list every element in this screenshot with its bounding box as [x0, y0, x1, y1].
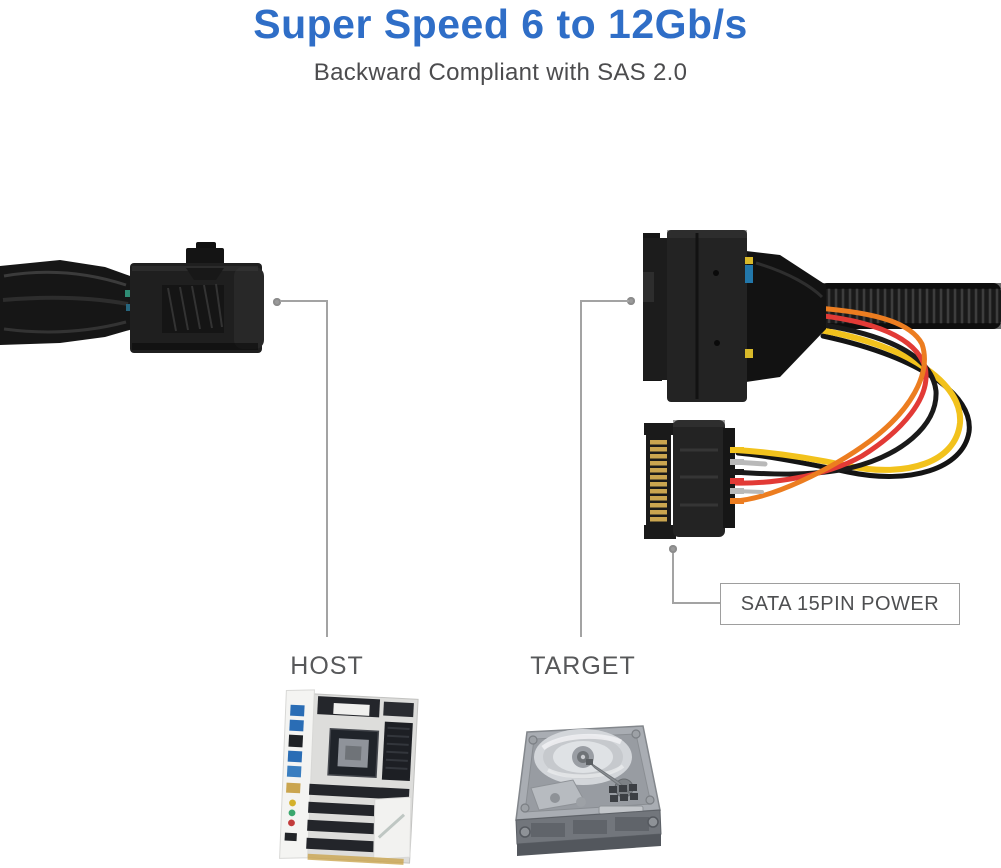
target-callout-hline: [581, 300, 629, 302]
target-callout-dot: [627, 297, 635, 305]
strain-relief-boot: [746, 251, 826, 382]
power-label-box: SATA 15PIN POWER: [720, 583, 960, 625]
host-label: HOST: [290, 652, 364, 680]
host-callout-vline: [326, 300, 328, 637]
u2-sas-connector-assembly-icon: [643, 230, 1001, 539]
power-callout-dot: [669, 545, 677, 553]
sata-15pin-power-connector-body: [644, 420, 744, 539]
wire-stubs: [730, 447, 744, 504]
mini-sas-hd-connector-body: [130, 242, 264, 353]
host-callout-dot: [273, 298, 281, 306]
target-callout-vline: [580, 300, 582, 637]
page-title: Super Speed 6 to 12Gb/s: [253, 1, 748, 47]
power-callout-hline: [672, 602, 720, 604]
motherboard-icon: [279, 689, 419, 865]
power-label: SATA 15PIN POWER: [740, 592, 940, 615]
gold-pins: [650, 440, 667, 522]
target-label: TARGET: [530, 652, 636, 680]
u2-sas-29pin-connector-body: [643, 230, 753, 402]
page-subtitle: Backward Compliant with SAS 2.0: [313, 59, 688, 86]
power-callout-vline: [672, 553, 674, 603]
host-callout-hline: [280, 300, 328, 302]
hard-drive-icon: [515, 725, 662, 856]
mini-sas-hd-connector-icon: [0, 242, 264, 353]
braided-cable-right: [820, 283, 1001, 329]
braided-cable-left: [0, 260, 135, 345]
